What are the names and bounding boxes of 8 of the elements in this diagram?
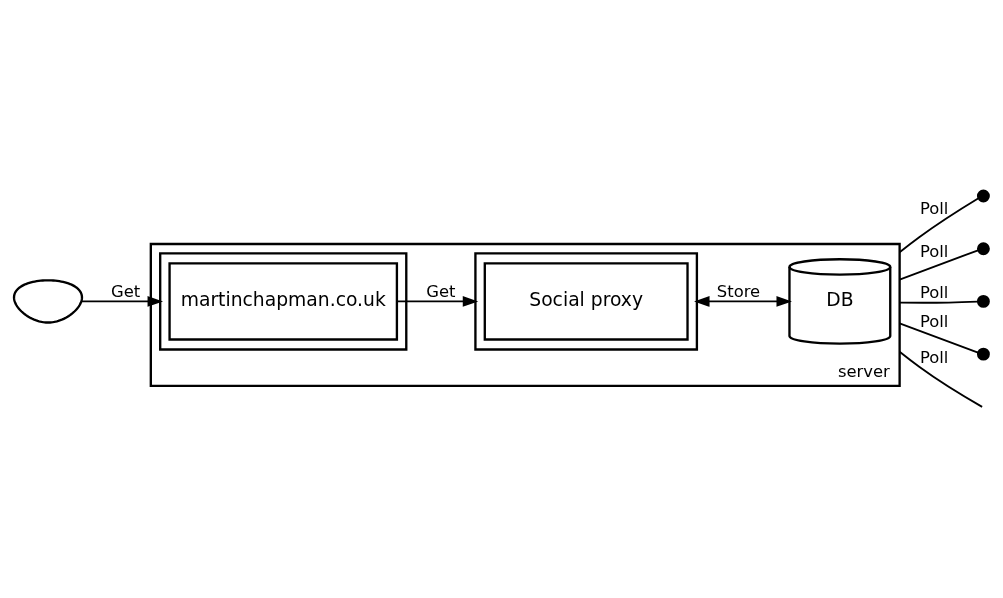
edge-label: Poll <box>919 198 949 218</box>
edge-label: Poll <box>919 347 949 367</box>
edge-label: Poll <box>919 283 949 303</box>
edge-label: Poll <box>919 242 949 262</box>
edge-label: Get <box>111 281 141 301</box>
edge-label: Poll <box>919 312 949 332</box>
edge-label: Store <box>716 281 761 301</box>
edge-label: Get <box>426 281 456 301</box>
